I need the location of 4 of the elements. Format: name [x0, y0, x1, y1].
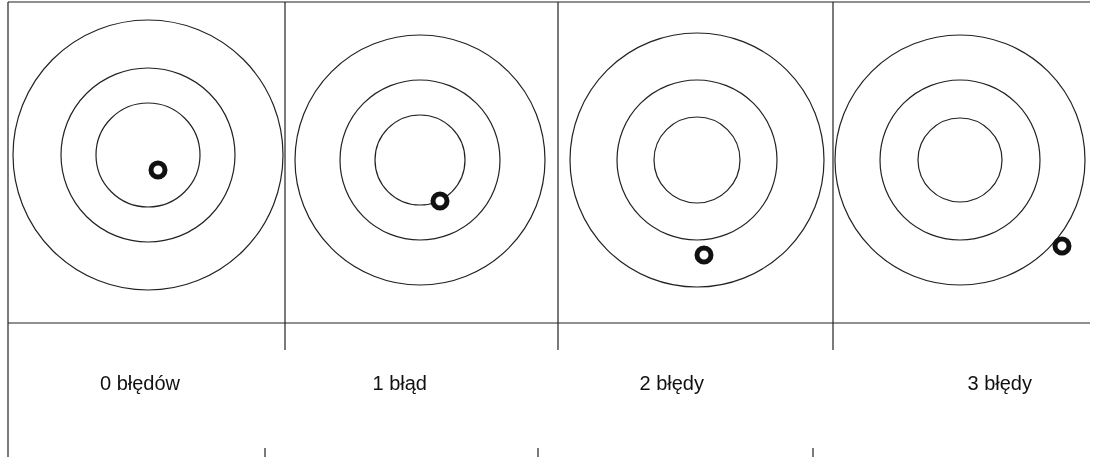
error-count-label: 2 błędy [639, 372, 704, 395]
error-count-label: 3 błędy [967, 372, 1032, 395]
error-count-label: 0 błędów [100, 372, 181, 395]
error-count-label: 1 błąd [372, 372, 427, 395]
